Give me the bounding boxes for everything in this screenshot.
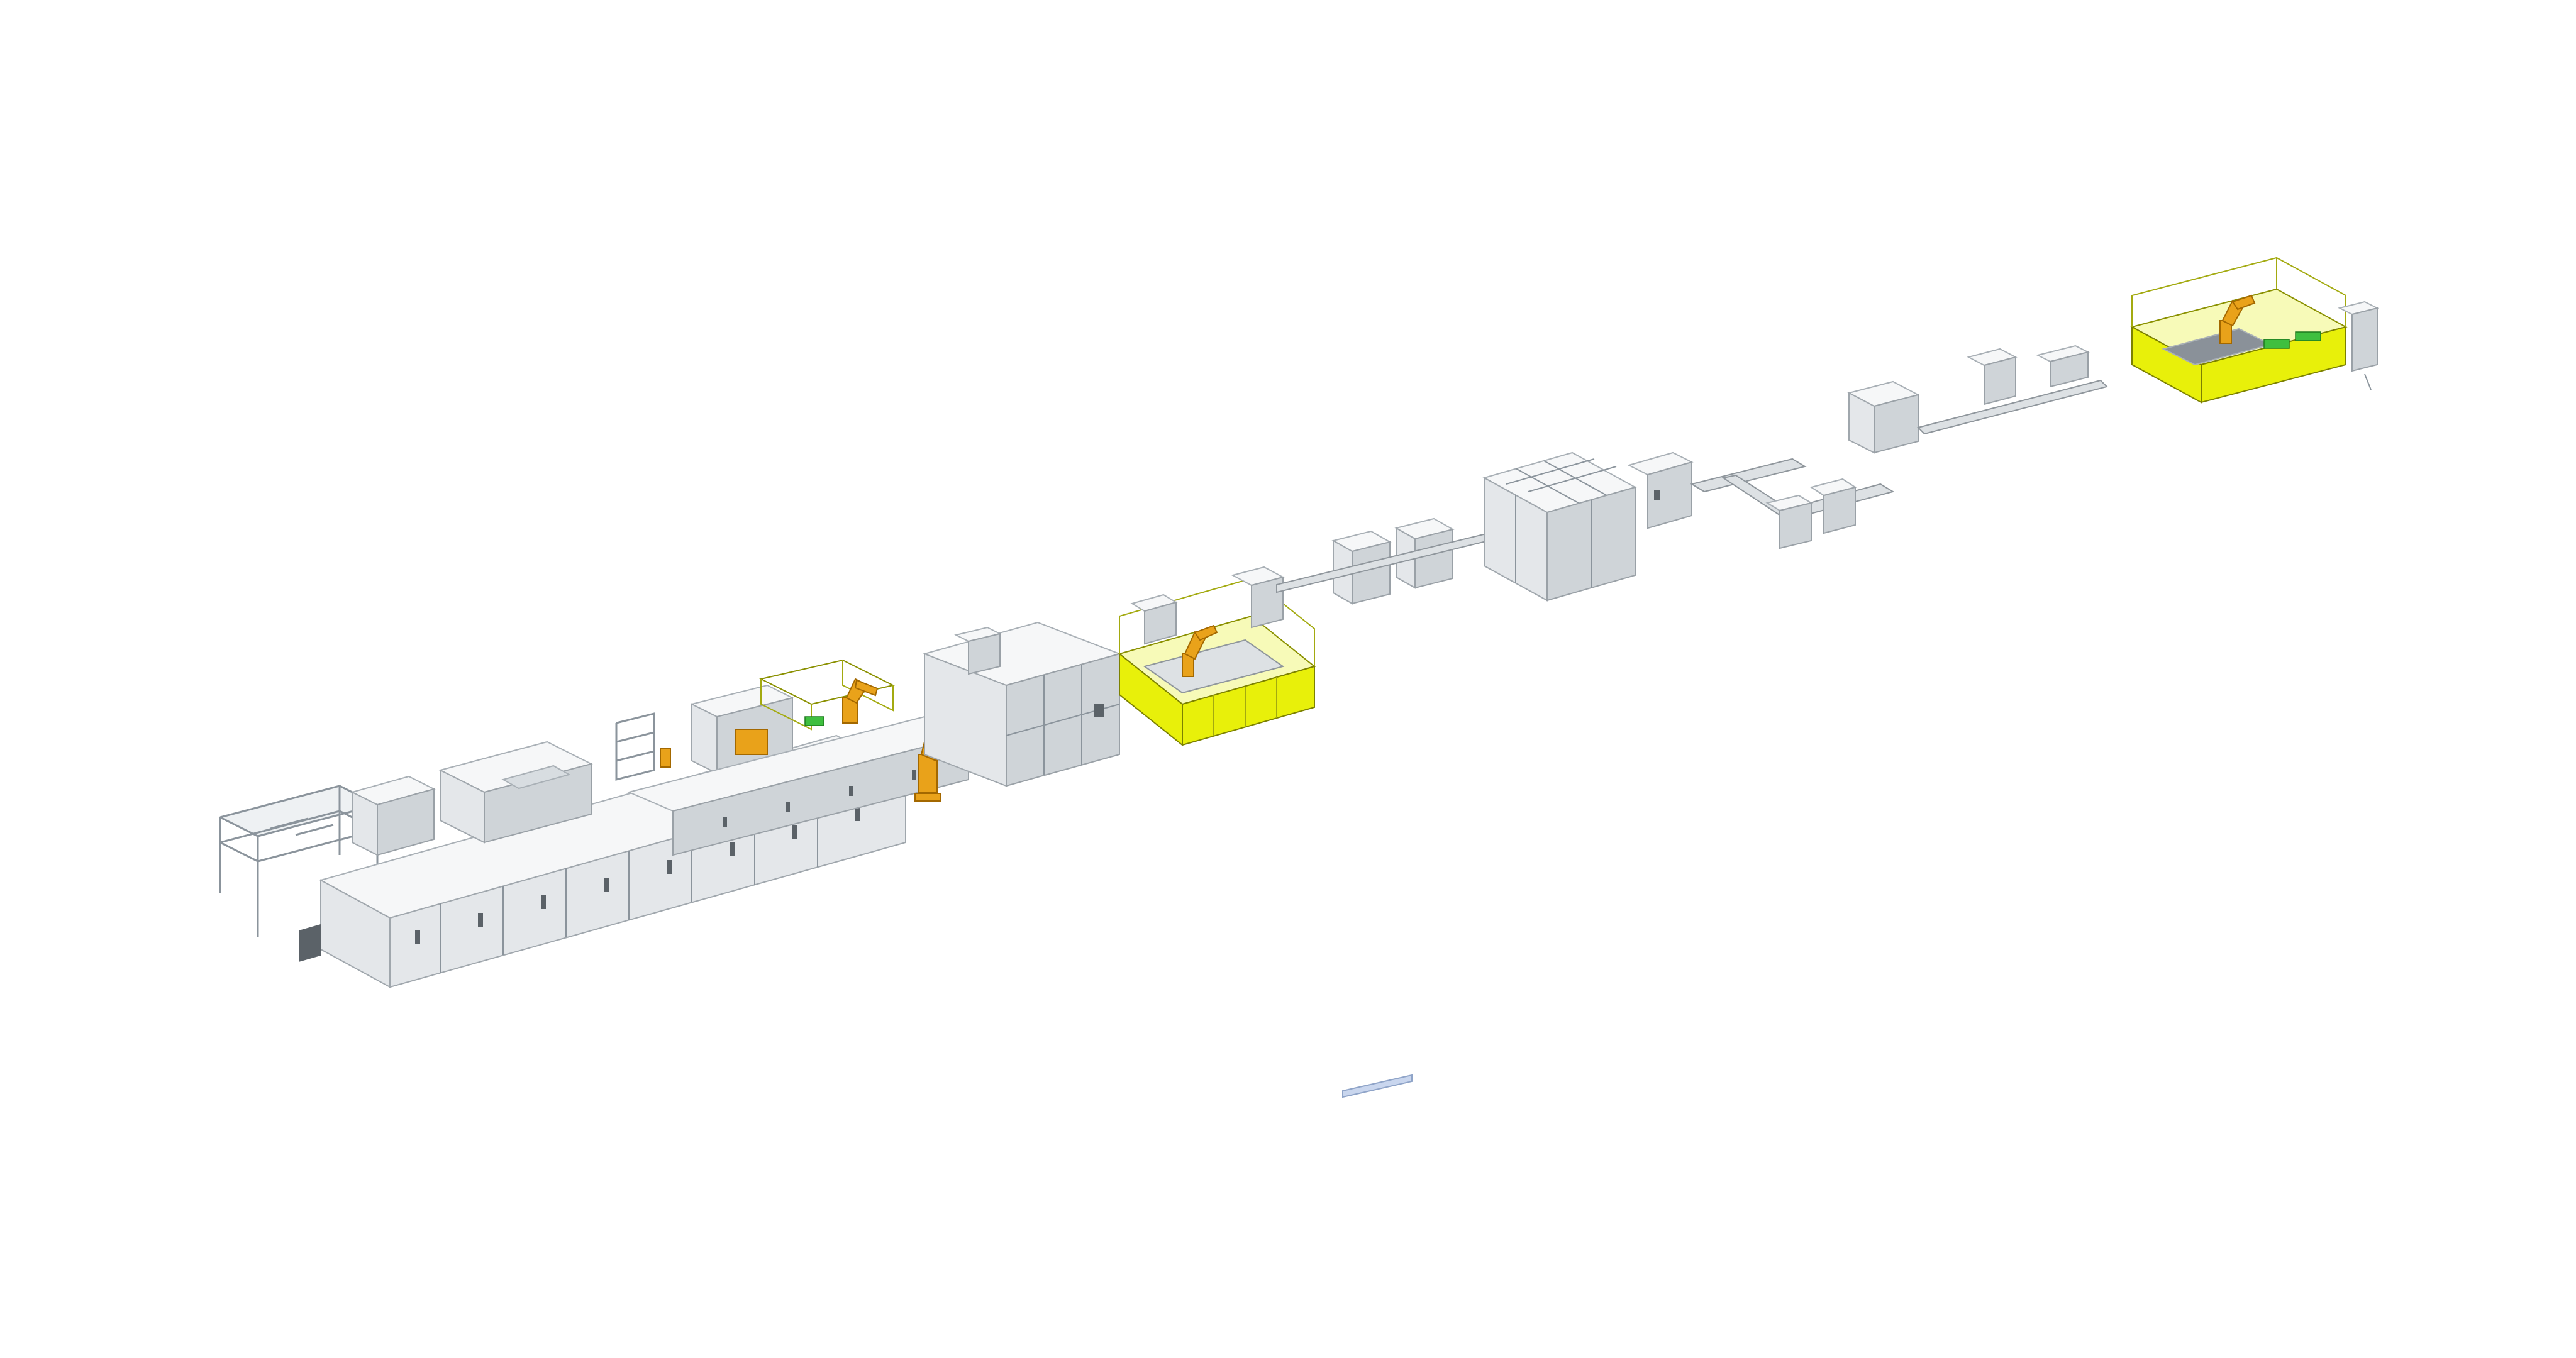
robot-arm-1 (842, 678, 879, 724)
large-cube-station (1482, 451, 1694, 602)
floor-marker (1342, 1074, 1413, 1098)
robot-arm-4 (1182, 624, 1218, 677)
safety-fence-cell-1 (1118, 566, 1316, 747)
robot-arm-5 (2219, 294, 2256, 344)
safety-fence-cell-2 (2130, 257, 2379, 404)
upper-box-unit (350, 741, 593, 856)
station-pair-2 (1847, 345, 2108, 454)
station-pair-1 (1276, 517, 1510, 605)
branch-conveyor (1690, 458, 1895, 549)
robot-cell-1 (615, 659, 895, 781)
robot-cell-2 (914, 621, 1122, 802)
